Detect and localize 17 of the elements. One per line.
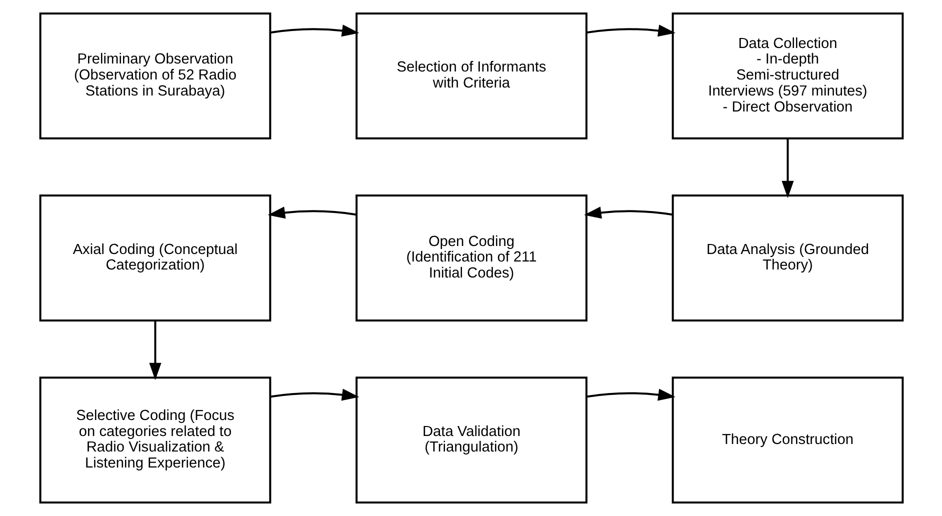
node-box: Data Analysis (Grounded Theory)	[671, 194, 904, 322]
node-box: Selective Coding (Focus on categories related to Radio Visualization & Listening Experience)	[38, 376, 271, 504]
node-box: Data Collection - In-depth Semi-structured Interviews (597 minutes) - Direct Observation	[671, 12, 904, 140]
arrow	[781, 138, 794, 198]
node-box: Data Validation (Triangulation)	[355, 376, 587, 504]
node-box: Selection of Informants with Criteria	[355, 12, 587, 140]
node-box: Open Coding (Identification of 211 Initial Codes)	[355, 194, 587, 322]
node-box: Preliminary Observation (Observation of 52 Radio Stations in Surabaya)	[38, 12, 271, 140]
arrow	[270, 24, 359, 37]
arrow	[267, 206, 356, 219]
node-box: Theory Construction	[671, 376, 904, 504]
arrow	[270, 388, 359, 401]
arrow	[586, 24, 675, 37]
node-box: Axial Coding (Conceptual Categorization)	[38, 194, 271, 322]
arrow	[148, 320, 161, 380]
arrow	[586, 388, 675, 401]
arrow	[584, 206, 672, 219]
